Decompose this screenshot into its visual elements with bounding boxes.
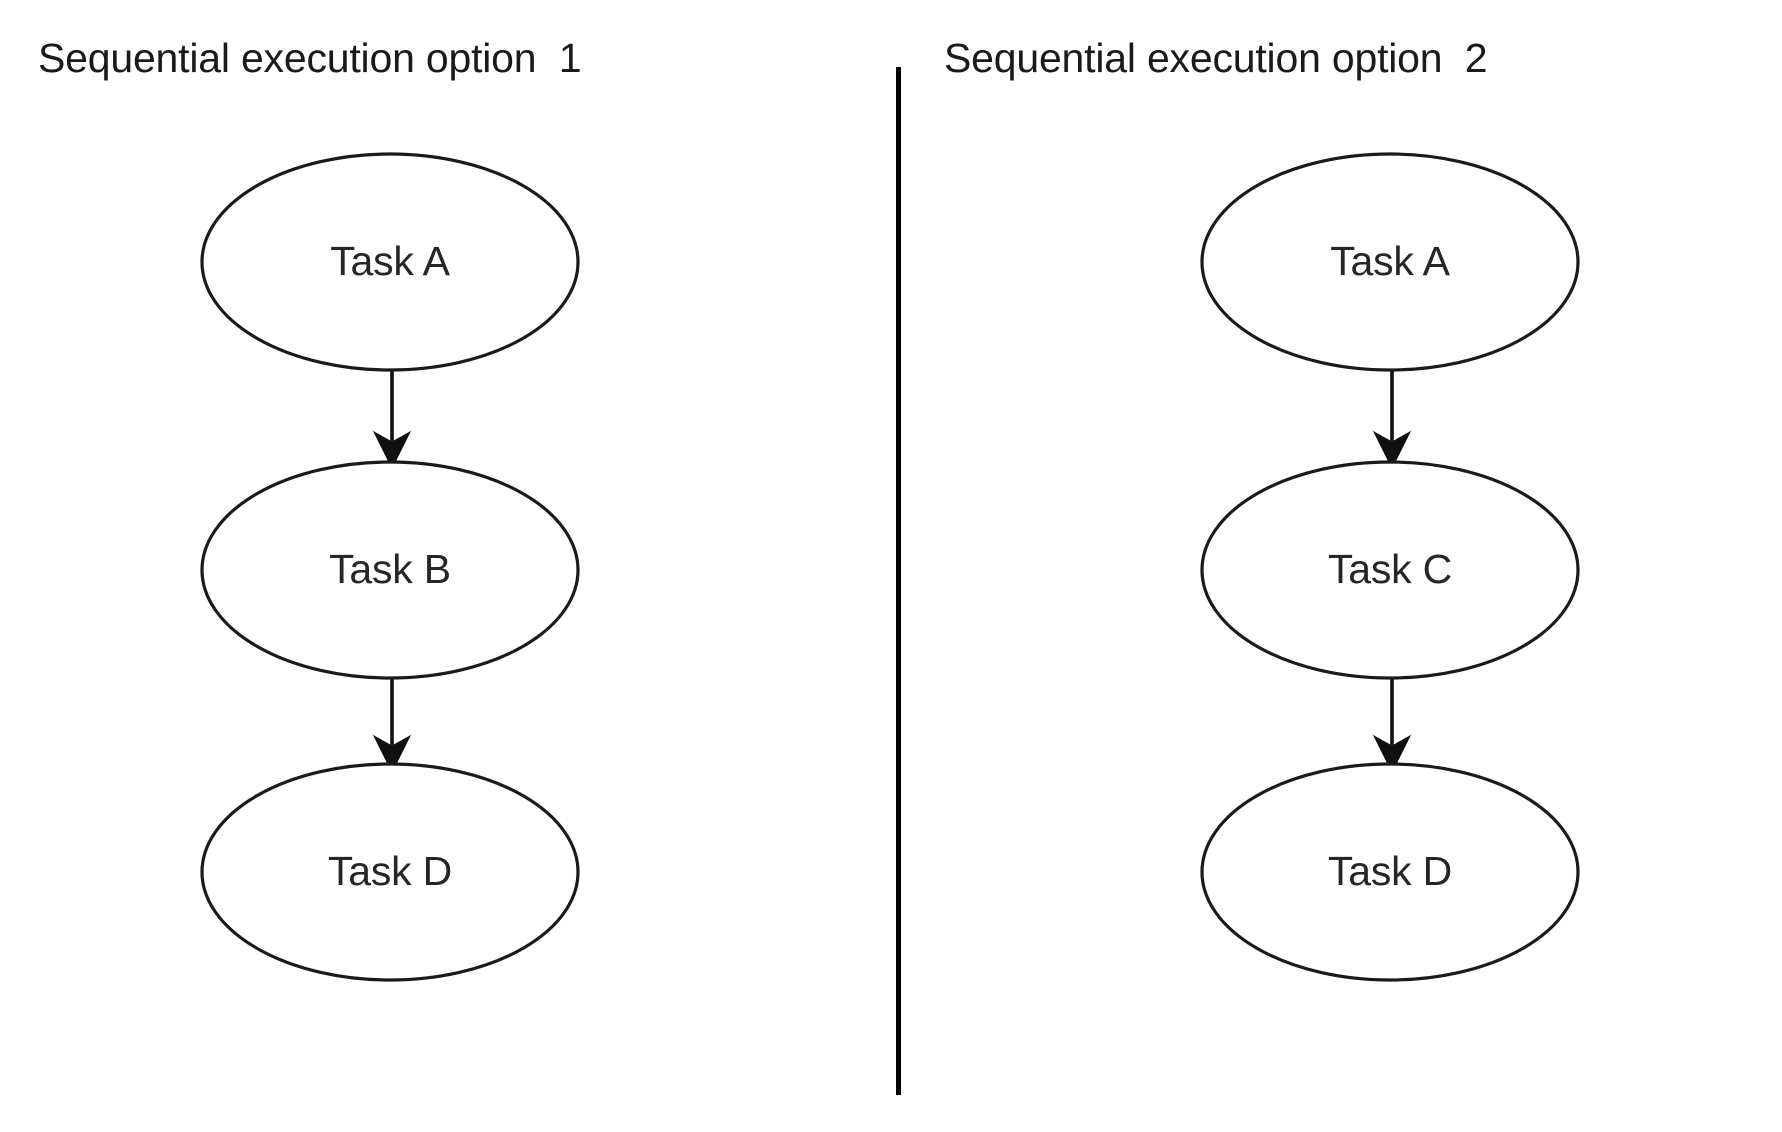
node-task-d-option-2[interactable]: Task D bbox=[1200, 762, 1580, 982]
node-label: Task C bbox=[1328, 546, 1452, 592]
node-task-c-option-2[interactable]: Task C bbox=[1200, 460, 1580, 680]
node-label: Task D bbox=[1328, 848, 1452, 894]
panel-title-option-1: Sequential execution option 1 bbox=[38, 35, 582, 81]
node-task-a-option-1[interactable]: Task A bbox=[200, 152, 580, 372]
edge-task-a-to-task-b bbox=[372, 368, 412, 470]
node-label: Task D bbox=[328, 848, 452, 894]
vertical-divider bbox=[896, 67, 901, 1095]
node-task-a-option-2[interactable]: Task A bbox=[1200, 152, 1580, 372]
node-label: Task A bbox=[330, 238, 450, 284]
node-task-b-option-1[interactable]: Task B bbox=[200, 460, 580, 680]
panel-title-option-2: Sequential execution option 2 bbox=[944, 35, 1488, 81]
node-label: Task A bbox=[1330, 238, 1450, 284]
edge-task-b-to-task-d bbox=[372, 676, 412, 774]
node-task-d-option-1[interactable]: Task D bbox=[200, 762, 580, 982]
edge-task-c-to-task-d bbox=[1372, 676, 1412, 774]
node-label: Task B bbox=[329, 546, 451, 592]
edge-task-a-to-task-c bbox=[1372, 368, 1412, 470]
